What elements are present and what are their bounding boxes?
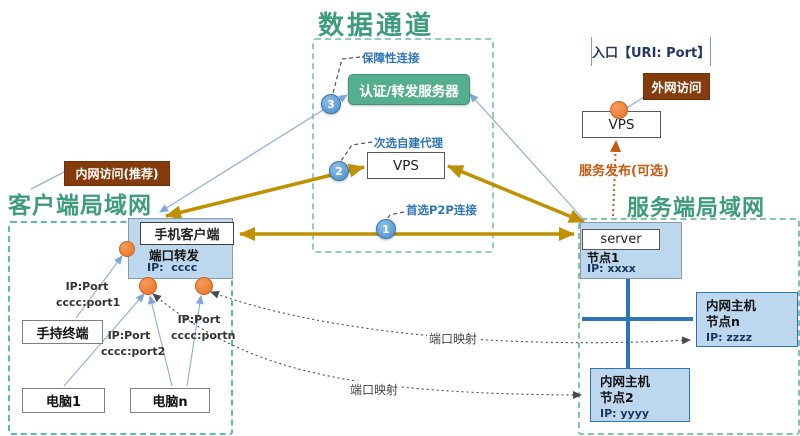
pc1-line	[63, 293, 145, 387]
intranet-callout-line	[30, 171, 65, 190]
host-2-title: 内网主机	[600, 374, 651, 389]
endpoint-dot-bottom1	[139, 277, 157, 295]
port-mapping-curve-2	[152, 293, 582, 399]
data-channel-title: 数据通道	[318, 11, 435, 41]
auth-forward-server-node: 认证/转发服务器	[348, 74, 470, 105]
entry-uri-text: 入口【URI: Port】	[592, 46, 711, 61]
host-n-title: 内网主机	[706, 298, 757, 313]
host-2-ip: IP: yyyy	[600, 407, 650, 421]
endpoint-dot-left	[119, 241, 135, 257]
port-label-2-line2: cccc:port2	[101, 344, 166, 358]
port-label-1-line2: cccc:port1	[56, 295, 121, 309]
server-lan-title: 服务端局域网	[627, 196, 766, 221]
endpoint-dot-bottom2	[195, 277, 213, 295]
step-2-badge: 2	[329, 161, 349, 181]
port-mapping-label-2: 端口映射	[348, 381, 401, 398]
service-publish-label: 服务发布(可选)	[579, 164, 669, 179]
port-label-n-line1: IP:Port	[177, 313, 221, 326]
pcn-line-a	[148, 295, 173, 387]
guaranteed-connection-label: 保障性连接	[362, 51, 420, 65]
server-node-label: 节点1	[587, 251, 620, 265]
handheld-line	[75, 255, 123, 319]
bracket-left-icon	[591, 37, 592, 66]
endpoint-dot-vps	[610, 101, 628, 119]
server-auth-line	[469, 93, 585, 221]
vps-proxy-node: VPS	[367, 152, 445, 179]
step-3-badge: 3	[321, 94, 341, 114]
extranet-callout-line	[624, 96, 645, 110]
service-publish-arrow	[610, 140, 622, 217]
handheld-terminal-node: 手持终端	[22, 320, 103, 344]
host-n-ip: IP: zzzz	[706, 331, 752, 345]
port-label-n: IP:Port cccc:portn	[171, 312, 236, 344]
step-1-badge: 1	[376, 219, 396, 239]
pcn-line-b	[186, 295, 204, 387]
pcn-node: 电脑n	[130, 388, 210, 413]
port-mapping-label-1: 端口映射	[427, 330, 480, 347]
server-title: server	[582, 229, 660, 250]
client-auth-line	[159, 94, 348, 213]
mobile-client-ip: IP: cccc	[147, 261, 198, 274]
port-label-2-line1: IP:Port	[107, 329, 151, 342]
host-2-node-label: 节点2	[600, 389, 634, 405]
primary-p2p-label: 首选P2P连接	[406, 203, 477, 217]
port-label-2: IP:Port cccc:port2	[101, 328, 166, 360]
mobile-client-title: 手机客户端	[140, 222, 234, 245]
secondary-proxy-label: 次选自建代理	[374, 136, 443, 150]
port-label-1-line1: IP:Port	[65, 280, 109, 293]
bracket-right-icon	[710, 37, 712, 66]
port-label-n-line2: cccc:portn	[171, 328, 236, 342]
intranet-host-2-node: 内网主机 节点2 IP: yyyy	[590, 368, 690, 422]
host-n-node-label: 节点n	[706, 313, 740, 329]
extranet-access-badge: 外网访问	[643, 73, 710, 100]
client-lan-title: 客户端局域网	[8, 193, 152, 219]
primary-connector	[386, 211, 405, 220]
port-label-1: IP:Port cccc:port1	[56, 279, 121, 311]
entry-uri-label: 入口【URI: Port】	[591, 37, 712, 66]
intranet-access-badge: 内网访问(推荐)	[64, 161, 170, 186]
intranet-host-n-node: 内网主机 节点n IP: zzzz	[696, 292, 798, 347]
server-ip: IP: xxxx	[587, 262, 636, 275]
port-forward-label: 端口转发	[149, 248, 200, 263]
pc1-node: 电脑1	[22, 388, 105, 413]
server-vps-arrow	[447, 164, 585, 224]
